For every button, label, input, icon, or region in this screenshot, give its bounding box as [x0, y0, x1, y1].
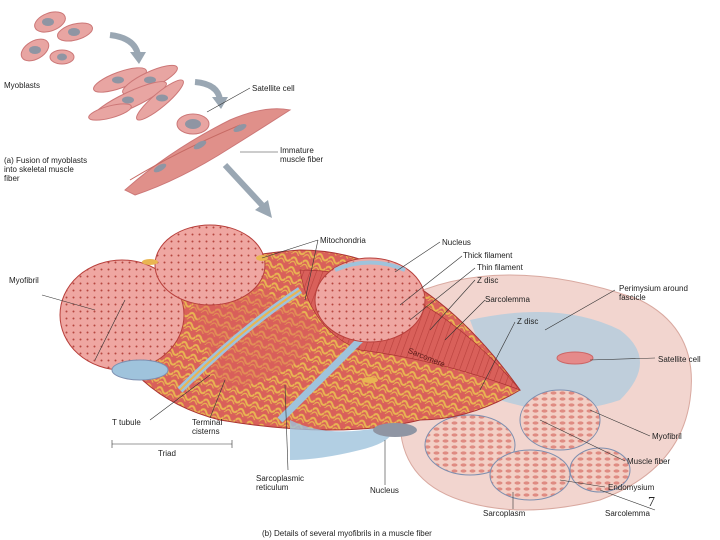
label-nucleus-top: Nucleus: [442, 238, 471, 247]
immature-muscle-fiber: [124, 108, 292, 196]
page-number: 7: [648, 495, 655, 510]
label-z-disc-1: Z disc: [477, 276, 499, 285]
label-endomysium: Endomysium: [608, 483, 655, 492]
myoblast-group: [20, 11, 94, 65]
label-myoblasts: Myoblasts: [4, 81, 41, 90]
label-perimysium: Perimysium around fascicle: [619, 284, 688, 302]
label-myofibril-right: Myofibril: [652, 432, 682, 441]
caption-a: (a) Fusion of myoblasts into skeletal mu…: [4, 156, 88, 183]
label-sarcoplasmic-reticulum: Sarcoplasmic reticulum: [256, 474, 305, 492]
label-thin-filament: Thin filament: [477, 263, 523, 272]
leaders-b: [41, 239, 656, 511]
label-thick-filament: Thick filament: [463, 251, 513, 260]
label-muscle-fiber: Muscle fiber: [627, 457, 671, 466]
label-t-tubule: T tubule: [112, 418, 141, 427]
label-triad: Triad: [158, 449, 176, 458]
label-satellite-cell-right: Satellite cell: [658, 355, 701, 364]
label-myofibril-left: Myofibril: [9, 276, 39, 285]
myofibril-ends: [59, 224, 426, 383]
label-immature-fiber: Immature muscle fiber: [280, 146, 324, 164]
caption-b: (b) Details of several myofibrils in a m…: [262, 529, 432, 538]
arrow-3: [222, 162, 265, 208]
label-mitochondria: Mitochondria: [320, 236, 366, 245]
label-sarcolemma-2: Sarcolemma: [605, 509, 650, 518]
label-sarcoplasm: Sarcoplasm: [483, 509, 526, 518]
label-satellite-cell-top: Satellite cell: [252, 84, 295, 93]
label-z-disc-2: Z disc: [517, 317, 539, 326]
label-sarcolemma-1: Sarcolemma: [485, 295, 530, 304]
label-nucleus-bottom: Nucleus: [370, 486, 399, 495]
aligning-myoblasts: [88, 64, 184, 121]
label-terminal-cisterns: Terminal cisterns: [192, 418, 223, 436]
leaders-a: [206, 87, 278, 153]
